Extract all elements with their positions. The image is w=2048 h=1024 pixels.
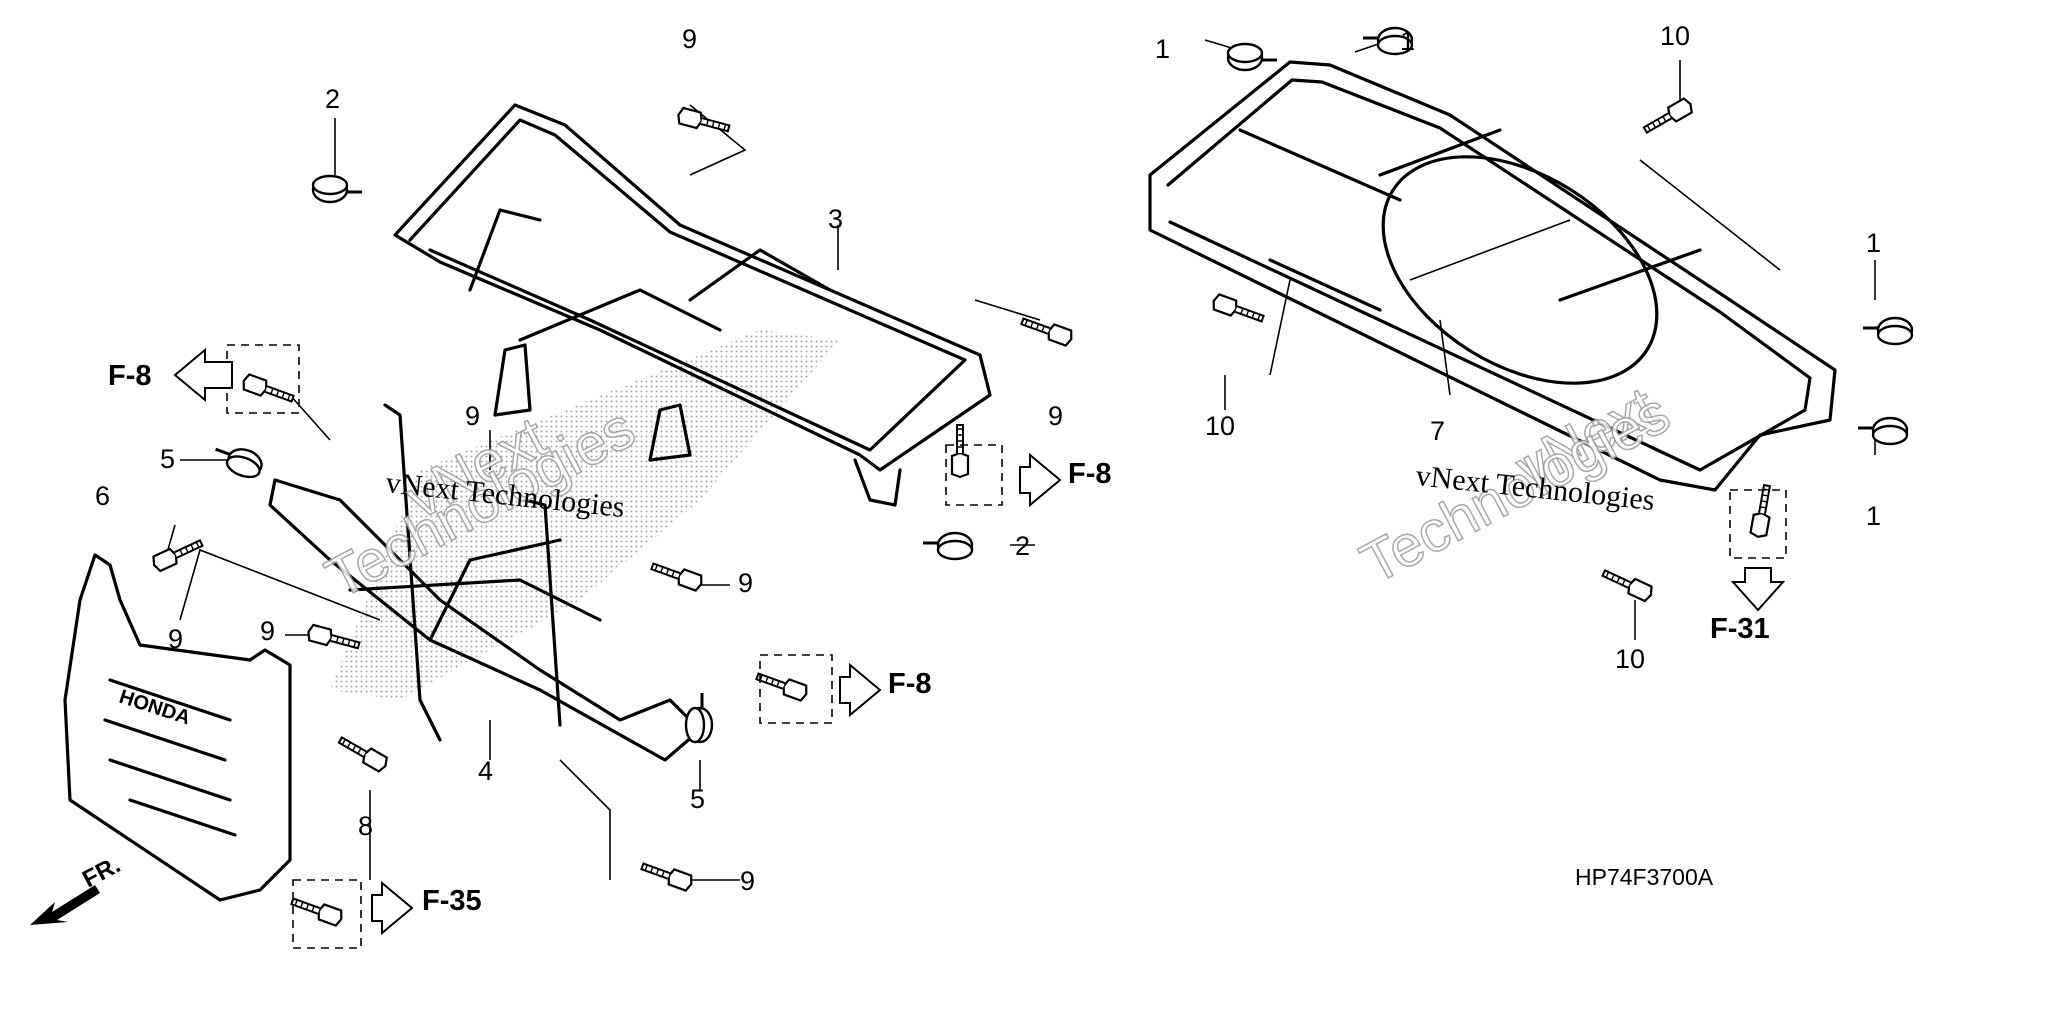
callout-5: 5 xyxy=(690,784,705,814)
callout-10: 10 xyxy=(1615,644,1645,674)
bolt-icon xyxy=(1640,95,1696,139)
arrow-right-icon xyxy=(1019,452,1062,508)
callout-6: 6 xyxy=(95,481,110,511)
ref-label-f8: F-8 xyxy=(1068,458,1112,490)
bolt-icon xyxy=(950,423,970,479)
ref-label-f31: F-31 xyxy=(1710,613,1770,645)
ref-box xyxy=(292,879,362,949)
callout-1: 1 xyxy=(1866,501,1881,531)
callout-1: 1 xyxy=(1866,228,1881,258)
arrow-left-icon xyxy=(173,347,233,403)
ref-box xyxy=(759,654,833,724)
ref-label-f8: F-8 xyxy=(108,360,152,392)
callout-3: 3 xyxy=(828,204,843,234)
ref-label-f8: F-8 xyxy=(888,668,932,700)
diagram-code: HP74F3700A xyxy=(1575,864,1714,890)
bolt-icon xyxy=(753,667,811,703)
bolt-icon xyxy=(288,892,346,928)
ref-box xyxy=(945,444,1003,506)
bumper-brand-text: HONDA xyxy=(116,686,193,730)
callouts: 2 9 3 9 9 5 6 9 9 2 9 4 5 8 9 9 1 1 10 1… xyxy=(95,21,1881,896)
callout-5: 5 xyxy=(160,444,175,474)
bolt-icon xyxy=(638,857,696,893)
arrow-right-icon xyxy=(839,662,882,718)
callout-9: 9 xyxy=(682,24,697,54)
callout-2: 2 xyxy=(1015,531,1030,561)
grommet-icon xyxy=(921,531,974,561)
arrow-right-icon xyxy=(371,880,414,936)
bolt-icon xyxy=(648,557,706,593)
bolt-icon xyxy=(149,534,206,574)
front-arrow-icon xyxy=(30,885,100,925)
rear-carrier xyxy=(393,103,992,507)
bolt-icon xyxy=(1018,312,1076,348)
ref-label-f35: F-35 xyxy=(422,885,482,917)
callout-4: 4 xyxy=(478,756,493,786)
bolt-icon xyxy=(239,372,297,408)
arrow-down-icon xyxy=(1730,567,1786,612)
front-bumper: HONDA xyxy=(63,553,292,902)
front-label: FR. xyxy=(78,851,125,893)
callout-7: 7 xyxy=(1430,416,1445,446)
callout-1: 1 xyxy=(1155,34,1170,64)
grommet-icon xyxy=(1856,416,1909,446)
right-carrier xyxy=(1148,60,1837,492)
bolt-icon xyxy=(1748,483,1776,540)
ref-box xyxy=(1729,489,1787,559)
grommet-icon xyxy=(1861,316,1914,346)
callout-9: 9 xyxy=(740,866,755,896)
callout-8: 8 xyxy=(358,811,373,841)
callout-10: 10 xyxy=(1205,411,1235,441)
callout-9: 9 xyxy=(1048,401,1063,431)
shading-region xyxy=(330,330,840,700)
callout-9: 9 xyxy=(260,616,275,646)
grommet-icon xyxy=(1226,42,1279,72)
callout-1: 1 xyxy=(1400,26,1415,56)
callout-9: 9 xyxy=(465,401,480,431)
callout-10: 10 xyxy=(1660,21,1690,51)
grommet-icon xyxy=(684,691,714,744)
grommet-icon xyxy=(311,174,364,204)
callout-9: 9 xyxy=(168,624,183,654)
callout-9: 9 xyxy=(738,568,753,598)
bolt-icon xyxy=(335,731,391,775)
bolt-icon xyxy=(1209,292,1267,328)
bolt-icon xyxy=(1599,564,1656,604)
callout-2: 2 xyxy=(325,84,340,114)
